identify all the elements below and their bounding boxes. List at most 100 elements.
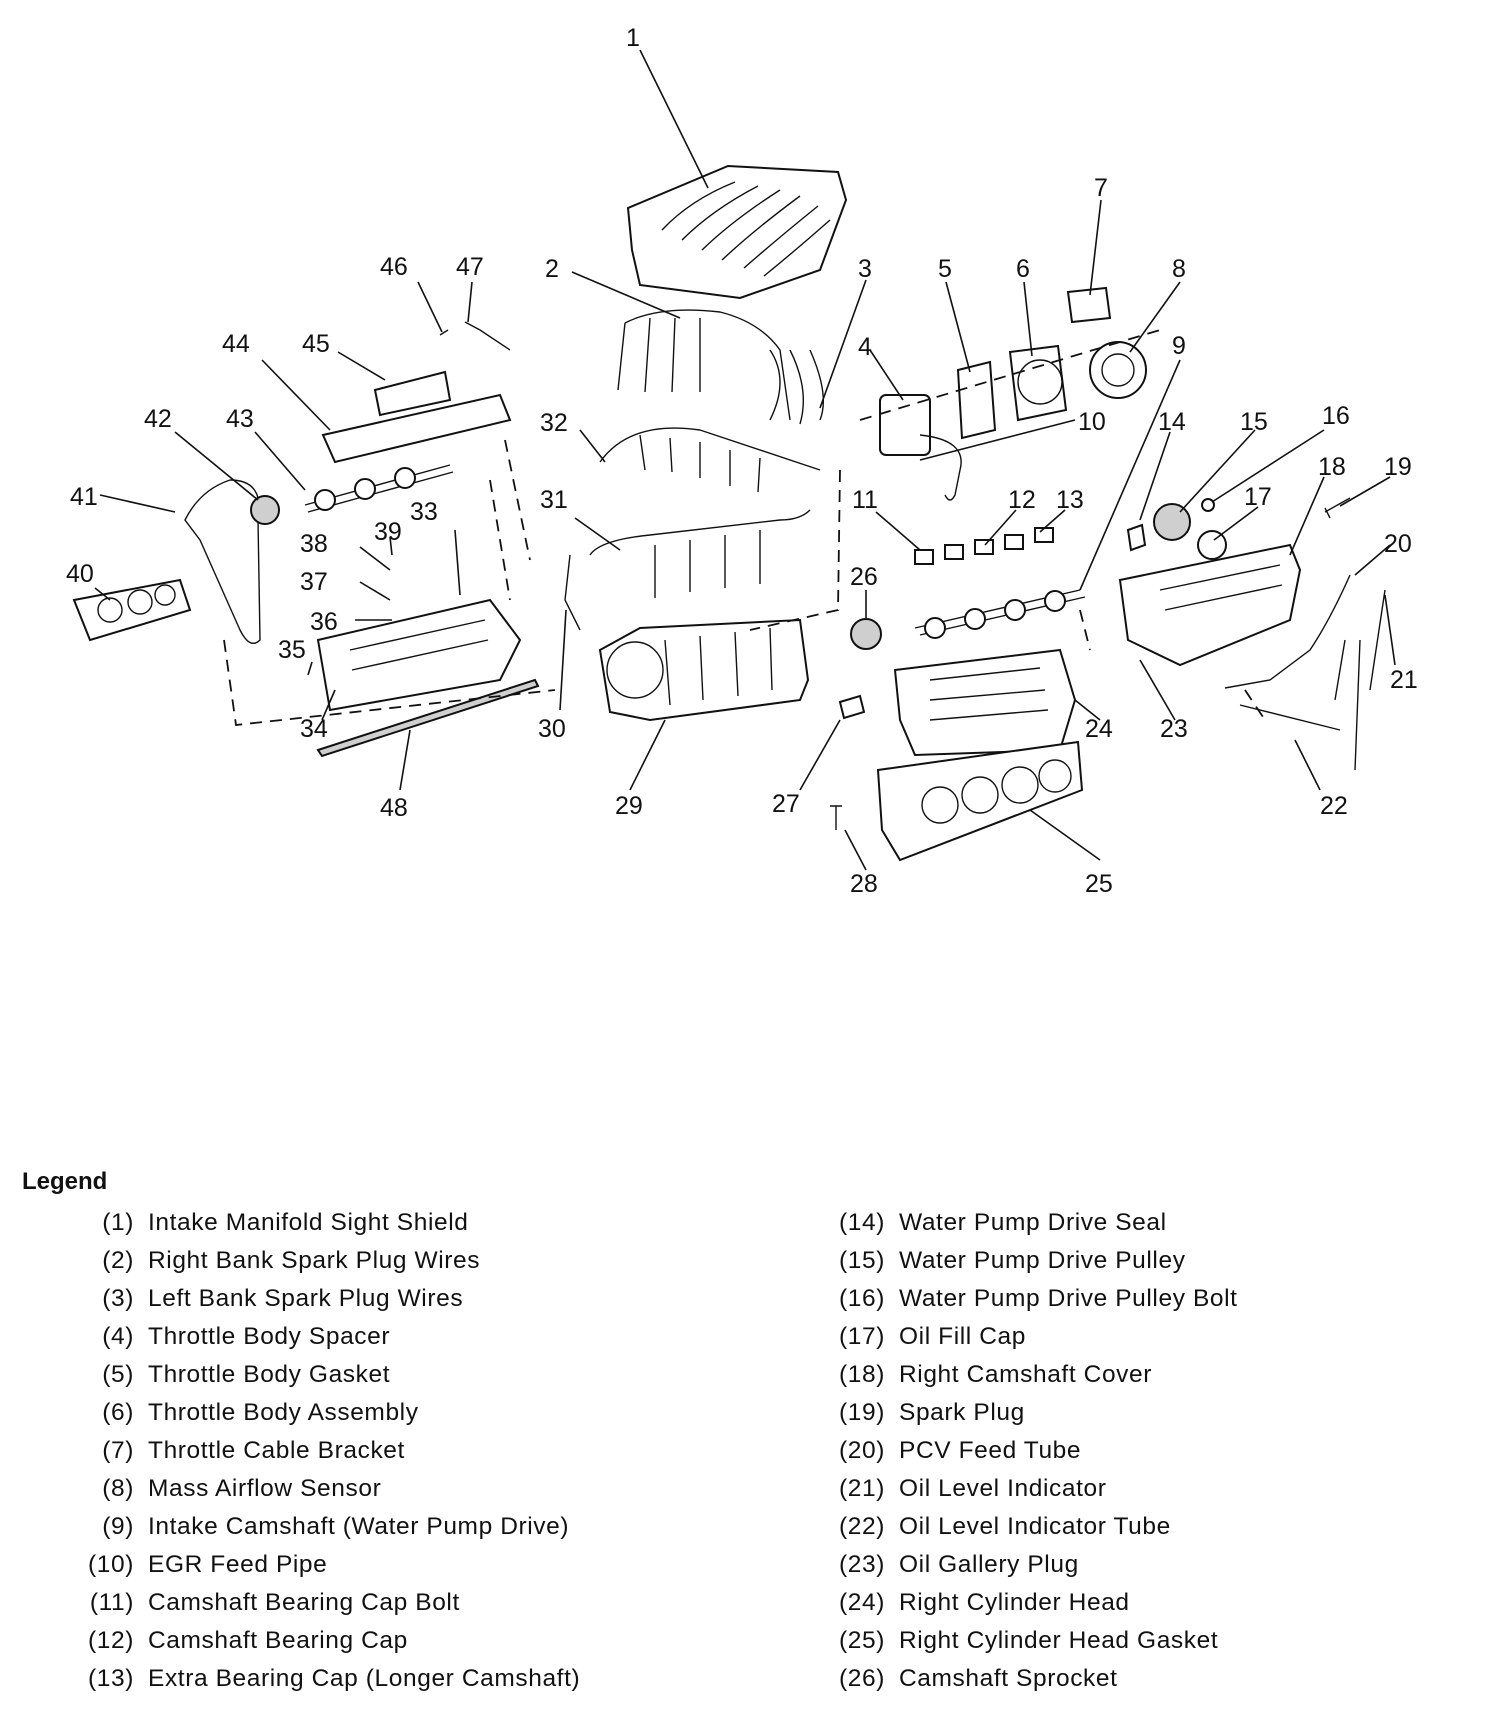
legend-item-label: EGR Feed Pipe <box>148 1551 328 1578</box>
callout-34: 34 <box>300 715 328 743</box>
callout-22: 22 <box>1320 792 1348 820</box>
assembly-line <box>223 639 556 726</box>
spark-plug <box>1324 497 1351 519</box>
callout-25: 25 <box>1085 870 1113 898</box>
assembly-line <box>489 439 531 601</box>
injector-harness <box>599 427 821 493</box>
legend-item-number: (20) <box>839 1437 885 1464</box>
legend-item: (14)Water Pump Drive Seal <box>813 1204 1238 1242</box>
throttle-body-group <box>859 286 1161 456</box>
legend-item-label: Intake Camshaft (Water Pump Drive) <box>148 1513 570 1540</box>
callout-leaders <box>94 49 1396 871</box>
legend-item-number: (5) <box>102 1361 134 1388</box>
legend-item-label: Throttle Cable Bracket <box>148 1437 405 1464</box>
legend-item-number: (21) <box>839 1475 885 1502</box>
callout-12: 12 <box>1008 486 1036 514</box>
legend-item: (9) Intake Camshaft (Water Pump Drive) <box>62 1508 580 1546</box>
camshaft-bearing-caps <box>914 527 1054 565</box>
bracket-30 <box>564 554 581 631</box>
legend-item-number: (7) <box>102 1437 134 1464</box>
legend-item-label: Right Bank Spark Plug Wires <box>148 1247 481 1274</box>
legend-item: (16) Water Pump Drive Pulley Bolt <box>813 1280 1238 1318</box>
left-camshaft-sprocket <box>250 495 280 525</box>
exploded-engine-diagram: 1 2 3 4 5 6 7 8 9 10 11 12 13 14 15 16 1… <box>66 24 1418 898</box>
legend-item-label: Throttle Body Gasket <box>148 1361 391 1388</box>
legend-item-number: (9) <box>102 1513 134 1540</box>
callout-41: 41 <box>70 483 98 511</box>
callout-40: 40 <box>66 560 94 588</box>
callout-8: 8 <box>1172 255 1186 283</box>
callout-1: 1 <box>626 24 640 52</box>
fuel-rail <box>589 509 811 598</box>
legend-item-number: (18) <box>839 1361 885 1388</box>
legend-item-number: (24) <box>839 1589 885 1616</box>
legend-item-number: (6) <box>102 1399 134 1426</box>
callout-35: 35 <box>278 636 306 664</box>
legend-item-number: (10) <box>88 1551 134 1578</box>
callout-numbers: 1 2 3 4 5 6 7 8 9 10 11 12 13 14 15 16 1… <box>66 24 1418 898</box>
left-head-gasket <box>316 678 540 758</box>
legend-item: (3)Left Bank Spark Plug Wires <box>62 1280 580 1318</box>
legend-item: (24)Right Cylinder Head <box>813 1584 1238 1622</box>
callout-6: 6 <box>1016 255 1030 283</box>
callout-15: 15 <box>1240 408 1268 436</box>
legend-item-label: Right Cylinder Head Gasket <box>899 1627 1219 1654</box>
callout-47: 47 <box>456 253 484 281</box>
callout-14: 14 <box>1158 408 1186 436</box>
callout-18: 18 <box>1318 453 1346 481</box>
callout-46: 46 <box>380 253 408 281</box>
intake-manifold-sight-shield <box>626 164 848 300</box>
legend-item-number: (23) <box>839 1551 885 1578</box>
callout-4: 4 <box>858 333 872 361</box>
legend-item-number: (16) <box>839 1285 885 1312</box>
legend-item: (17)Oil Fill Cap <box>813 1318 1238 1356</box>
head-bolt <box>830 805 842 830</box>
callout-10: 10 <box>1078 408 1106 436</box>
legend-item: (19)Spark Plug <box>813 1394 1238 1432</box>
legend-column-left: (1) Intake Manifold Sight Shield (2) Right … <box>62 1204 580 1698</box>
legend-item-label: Water Pump Drive Pulley <box>899 1247 1186 1274</box>
legend-item: (5) Throttle Body Gasket <box>62 1356 580 1394</box>
callout-37: 37 <box>300 568 328 596</box>
callout-17: 17 <box>1244 483 1272 511</box>
legend-item-number: (14) <box>839 1209 885 1236</box>
callout-36: 36 <box>310 608 338 636</box>
right-camshaft-cover <box>1118 543 1302 667</box>
legend-item: (7) Throttle Cable Bracket <box>62 1432 580 1470</box>
legend-item-label: Intake Manifold Sight Shield <box>148 1209 469 1236</box>
legend-item-label: Throttle Body Spacer <box>148 1323 391 1350</box>
right-cylinder-head-gasket <box>876 740 1084 862</box>
callout-5: 5 <box>938 255 952 283</box>
spark-plug-wires <box>617 309 825 425</box>
legend-item-number: (26) <box>839 1665 885 1692</box>
callout-7: 7 <box>1094 174 1108 202</box>
legend-item-number: (19) <box>839 1399 885 1426</box>
legend-item-number: (25) <box>839 1627 885 1654</box>
legend-item-number: (13) <box>88 1665 134 1692</box>
legend-item: (22)Oil Level Indicator Tube <box>813 1508 1238 1546</box>
exhaust-manifold <box>72 578 192 642</box>
callout-27: 27 <box>772 790 800 818</box>
legend-item-label: Oil Level Indicator Tube <box>899 1513 1171 1540</box>
callout-44: 44 <box>222 330 250 358</box>
callout-16: 16 <box>1322 402 1350 430</box>
callout-24: 24 <box>1085 715 1113 743</box>
callout-19: 19 <box>1384 453 1412 481</box>
legend-item-label: Camshaft Sprocket <box>899 1665 1118 1692</box>
callout-43: 43 <box>226 405 254 433</box>
legend-item-number: (12) <box>88 1627 134 1654</box>
legend-item-label: Water Pump Drive Pulley Bolt <box>899 1285 1238 1312</box>
camshaft-sprocket <box>850 618 882 650</box>
right-cylinder-head <box>893 648 1077 757</box>
legend-item: (25) Right Cylinder Head Gasket <box>813 1622 1238 1660</box>
legend-item-number: (1) <box>102 1209 134 1236</box>
legend-item-number: (2) <box>102 1247 134 1274</box>
callout-31: 31 <box>540 486 568 514</box>
legend-item: (18)Right Camshaft Cover <box>813 1356 1238 1394</box>
legend-item-number: (8) <box>102 1475 134 1502</box>
left-cylinder-head <box>316 598 522 712</box>
legend-item-number: (15) <box>839 1247 885 1274</box>
legend-item-number: (11) <box>89 1589 134 1616</box>
legend-title: Legend <box>22 1168 108 1195</box>
callout-42: 42 <box>144 405 172 433</box>
